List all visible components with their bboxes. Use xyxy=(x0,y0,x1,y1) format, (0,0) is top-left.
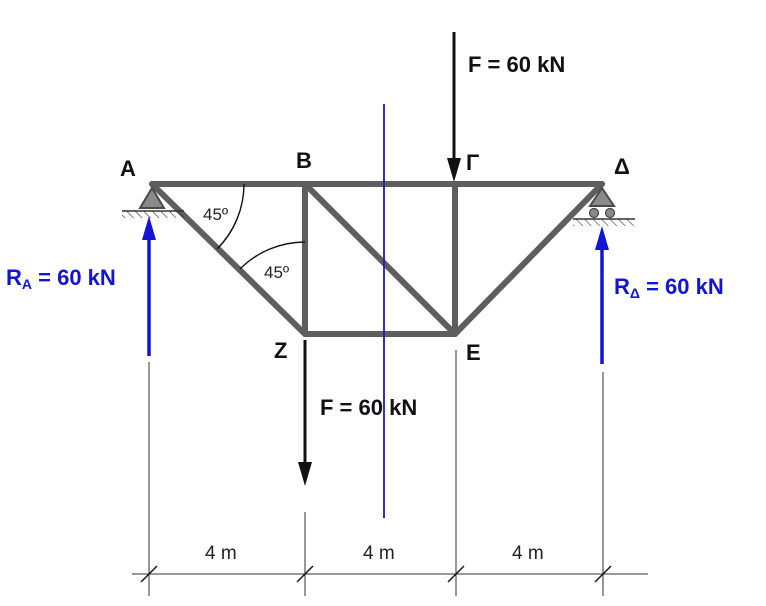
dimension-label-2: 4 m xyxy=(363,543,395,564)
angle-label-bottom: 45º xyxy=(264,263,289,282)
reaction-label-Delta: RΔ = 60 kN xyxy=(614,274,724,301)
pin-support-A xyxy=(122,186,184,218)
node-label-A: Α xyxy=(120,156,136,181)
dimension-label-1: 4 m xyxy=(205,543,237,564)
reaction-arrow-A xyxy=(142,216,156,356)
member-B-E xyxy=(302,181,458,337)
force-arrow-top xyxy=(447,32,461,182)
node-label-Z: Ζ xyxy=(274,338,287,363)
angle-arc-A xyxy=(216,183,245,250)
dimension-label-3: 4 m xyxy=(512,543,544,564)
dimension-extension-lines xyxy=(148,350,604,596)
angle-arc-Z xyxy=(239,241,306,270)
angle-label-top: 45º xyxy=(203,205,228,224)
force-arrow-bottom xyxy=(298,340,312,486)
force-label-bottom: F = 60 kN xyxy=(320,395,417,420)
dimension-line xyxy=(132,565,648,583)
roller-support-Delta xyxy=(573,186,635,226)
force-label-top: F = 60 kN xyxy=(468,52,565,77)
reaction-label-A: RA = 60 kN xyxy=(6,265,116,292)
member-A-Z xyxy=(149,181,308,337)
node-label-B: Β xyxy=(296,148,312,173)
reaction-arrow-Delta xyxy=(595,226,609,364)
truss-members xyxy=(149,181,605,337)
node-label-E: Ε xyxy=(466,340,481,365)
node-label-Gamma: Γ xyxy=(466,150,479,175)
node-label-Delta: Δ xyxy=(614,154,630,179)
member-E-Delta xyxy=(452,181,605,337)
